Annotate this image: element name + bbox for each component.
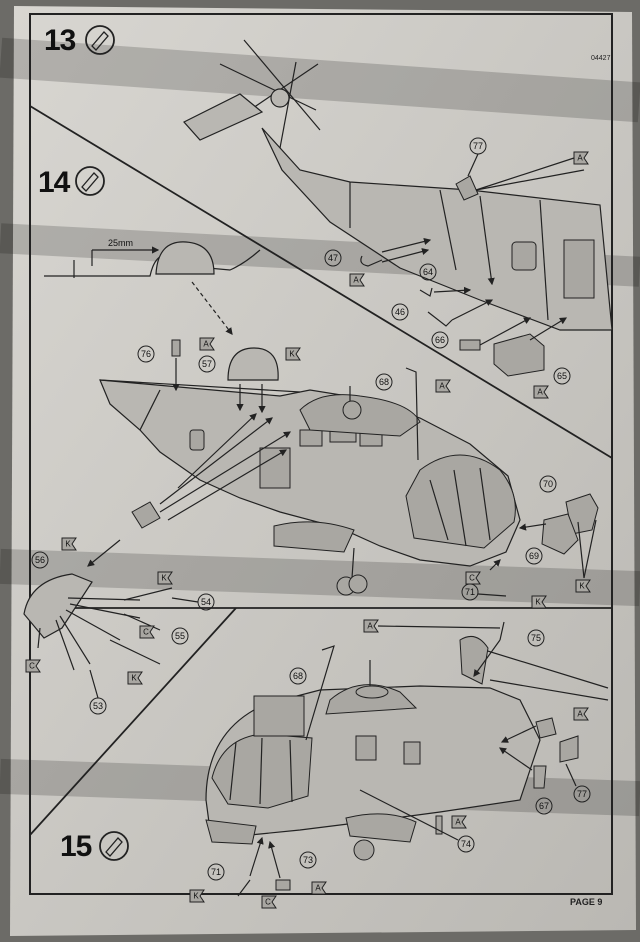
part-73-label: 73 xyxy=(303,855,313,865)
part-70-label: 70 xyxy=(543,479,553,489)
doc-code: 04427 xyxy=(591,55,611,62)
step-14-number: 14 xyxy=(38,166,71,199)
part-73-group: 73 A xyxy=(268,840,327,895)
part-76-group: 76 A xyxy=(137,337,215,392)
dimension-label: 25mm xyxy=(108,238,133,248)
part-76-label: 76 xyxy=(141,349,151,359)
flag-a: A xyxy=(315,884,321,893)
part-54-label: 54 xyxy=(201,597,211,607)
part-66-group: 66 xyxy=(431,317,532,351)
flag-c: C xyxy=(29,662,35,671)
flag-k: K xyxy=(131,674,137,683)
tail-plane xyxy=(183,93,264,141)
part-68-group: 68 xyxy=(289,645,335,741)
flag-a: A xyxy=(203,340,209,349)
part-77-label: 77 xyxy=(473,141,483,151)
part-77-label: 77 xyxy=(577,789,587,799)
part-57-label: 57 xyxy=(202,359,212,369)
cockpit xyxy=(405,454,516,549)
part-68-group: 68 A xyxy=(375,367,451,461)
part-67-label: 67 xyxy=(539,801,549,811)
step-14-header: 14 xyxy=(38,166,105,199)
flag-c: C xyxy=(265,898,271,907)
glue-tube-icon xyxy=(99,831,129,861)
flag-k: K xyxy=(535,598,541,607)
flag-a: A xyxy=(439,382,445,391)
part-64-label: 64 xyxy=(423,267,433,277)
flag-k: K xyxy=(289,350,295,359)
page-label: PAGE 9 xyxy=(570,897,602,907)
part-47-group: 47 A xyxy=(324,237,432,287)
flag-k: K xyxy=(579,582,585,591)
flag-c: C xyxy=(469,574,475,583)
part-75-label: 75 xyxy=(531,633,541,643)
part-69-label: 69 xyxy=(529,551,539,561)
part-64-group: 64 xyxy=(419,263,472,297)
flag-a: A xyxy=(455,818,461,827)
part-71-label: 71 xyxy=(211,867,221,877)
part-55-label: 55 xyxy=(175,631,185,641)
step-14-parts: 76 A 57 K 68 A 70 xyxy=(23,337,599,715)
step-15-number: 15 xyxy=(60,830,92,863)
flag-a: A xyxy=(577,154,583,163)
nose-subassembly: 56 K C K 54 C 55 K 53 xyxy=(23,537,215,715)
flag-c: C xyxy=(143,628,149,637)
step-13-rear-fuselage: 77 A 47 A 64 46 xyxy=(183,39,613,399)
step-14-main-fuselage xyxy=(87,379,521,596)
part-75-group: 75 xyxy=(473,621,545,677)
part-57-group: 57 K xyxy=(198,347,301,414)
part-77-group: 77 A xyxy=(455,137,589,286)
step-15-header: 15 xyxy=(60,830,129,863)
part-74-group: A 74 xyxy=(359,789,475,853)
part-65-group: 65 A xyxy=(493,317,571,399)
part-66-label: 66 xyxy=(435,335,445,345)
part-74-label: 74 xyxy=(461,839,471,849)
tail-boom xyxy=(261,127,613,331)
part-53-label: 53 xyxy=(93,701,103,711)
part-71-group: 71 C K xyxy=(461,559,547,609)
part-65-label: 65 xyxy=(557,371,567,381)
flag-a: A xyxy=(537,388,543,397)
step-13-header: 13 xyxy=(44,24,115,57)
part-69-group: 69 K xyxy=(518,513,597,593)
step-14-dimension-inset: 25mm xyxy=(44,238,261,335)
flag-a: A xyxy=(353,276,359,285)
part-77-group: A 77 xyxy=(500,707,591,803)
part-68-label: 68 xyxy=(293,671,303,681)
part-46-group: 46 xyxy=(391,299,494,327)
part-56-label: 56 xyxy=(35,555,45,565)
flag-k: K xyxy=(193,892,199,901)
flag-a: A xyxy=(577,710,583,719)
flag-k: K xyxy=(161,574,167,583)
part-71-label: 71 xyxy=(465,587,475,597)
glue-tube-icon xyxy=(85,25,115,55)
part-47-label: 47 xyxy=(328,253,338,263)
tail-rotor xyxy=(219,39,321,149)
flag-a: A xyxy=(367,622,373,631)
step-13-number: 13 xyxy=(44,24,76,57)
part-68-label: 68 xyxy=(379,377,389,387)
cockpit xyxy=(211,733,313,809)
step-15-assembled-fuselage xyxy=(205,635,609,861)
part-71-group: 71 K C xyxy=(189,836,277,909)
glue-tube-icon xyxy=(75,166,105,196)
step-15-parts: A 75 68 A 77 67 xyxy=(189,619,591,909)
part-46-label: 46 xyxy=(395,307,405,317)
flag-k: K xyxy=(65,540,71,549)
part-67-group: 67 xyxy=(499,747,553,815)
